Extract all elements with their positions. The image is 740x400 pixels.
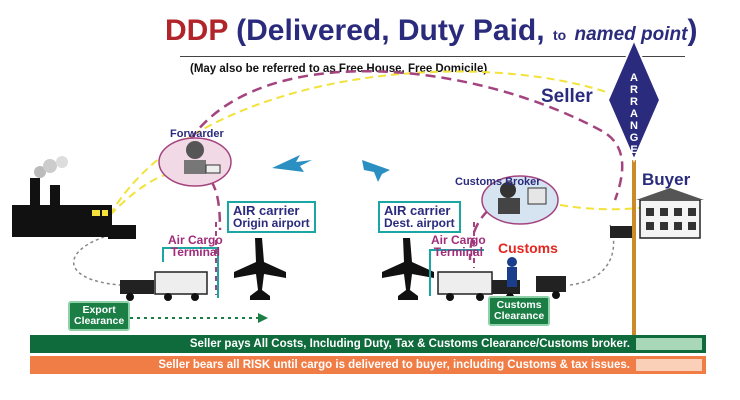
export-clearance-line1: Export: [82, 304, 116, 316]
arrange-letter: A: [630, 108, 638, 120]
title-paren: (Delivered, Duty Paid,: [236, 14, 545, 47]
export-arrow-head: [258, 313, 268, 323]
origin-terminal-frame: [162, 247, 219, 298]
air-carrier-dest-line1: AIR carrier: [384, 203, 451, 218]
buyer-label: Buyer: [642, 170, 691, 189]
dest-airplane-icon: [382, 238, 434, 300]
factory-icon: [12, 156, 136, 239]
risk-band: Seller bears all RISK until cargo is del…: [30, 356, 706, 374]
flying-plane-icon-2: [362, 160, 390, 182]
sign-post: [632, 160, 636, 340]
dest-truck-icon: [437, 271, 566, 301]
arrange-letter: A: [630, 72, 638, 84]
dest-terminal-frame: [429, 249, 484, 296]
origin-airplane-icon: [234, 238, 286, 300]
customs-broker-icon: [481, 175, 559, 225]
cost-band-text: Seller pays All Costs, Including Duty, T…: [189, 338, 630, 350]
origin-terminal-line2: Terminal: [170, 245, 220, 259]
cost-band-swatch: [636, 338, 702, 350]
customs-clearance-badge: Customs Clearance: [488, 296, 551, 326]
title-rule: [180, 56, 685, 57]
yellow-route-broker: [559, 204, 641, 211]
customs-officer-icon: [507, 257, 517, 287]
title-close: ): [687, 14, 698, 47]
customs-broker-label: Customs Broker: [455, 176, 541, 188]
forwarder-icon: [158, 137, 232, 187]
air-carrier-origin-line2: Origin airport: [233, 216, 310, 230]
title-ddp: DDP: [165, 14, 228, 47]
flying-plane-icon-1: [272, 155, 312, 172]
subtitle: (May also be referred to as Free House, …: [190, 63, 488, 75]
arrange-letter: R: [630, 96, 638, 108]
gray-loop-origin: [73, 234, 121, 286]
air-carrier-origin-line1: AIR carrier: [233, 203, 300, 218]
arrange-letter: E: [630, 144, 638, 156]
air-carrier-dest-box: AIR carrier Dest. airport: [378, 201, 461, 233]
air-carrier-dest-line2: Dest. airport: [384, 216, 455, 230]
customs-clearance-line2: Clearance: [494, 310, 545, 322]
export-clearance-line2: Clearance: [74, 315, 125, 327]
arrange-letter: R: [630, 84, 638, 96]
seller-label: Seller: [541, 86, 593, 107]
risk-band-swatch: [636, 359, 702, 371]
export-clearance-badge: Export Clearance: [68, 301, 131, 331]
cost-band: Seller pays All Costs, Including Duty, T…: [30, 335, 706, 353]
purple-route-top: [188, 70, 624, 201]
arrange-letter: N: [630, 120, 638, 132]
air-carrier-origin-box: AIR carrier Origin airport: [227, 201, 316, 233]
origin-terminal-label: Air Cargo Terminal: [168, 234, 223, 258]
dest-terminal-line2: Terminal: [433, 245, 483, 259]
title-named-point: named point: [574, 24, 688, 45]
buyer-building-icon: [610, 188, 704, 239]
forwarder-label: Forwarder: [170, 128, 224, 140]
arrange-letters: A R R A N G E: [624, 72, 644, 156]
customs-label: Customs: [498, 240, 558, 256]
customs-clearance-line1: Customs: [496, 299, 542, 311]
arrange-sign: [606, 37, 662, 163]
origin-terminal-line1: Air Cargo: [168, 233, 223, 247]
gray-loop-dest: [569, 224, 615, 286]
dest-terminal-line1: Air Cargo: [431, 233, 486, 247]
origin-truck-icon: [120, 271, 208, 301]
title-to: to: [552, 27, 567, 43]
risk-band-text: Seller bears all RISK until cargo is del…: [158, 359, 630, 371]
dest-terminal-label: Air Cargo Terminal: [431, 234, 486, 258]
arrange-letter: G: [629, 132, 639, 144]
page-title: DDP (Delivered, Duty Paid, to named poin…: [165, 14, 698, 48]
